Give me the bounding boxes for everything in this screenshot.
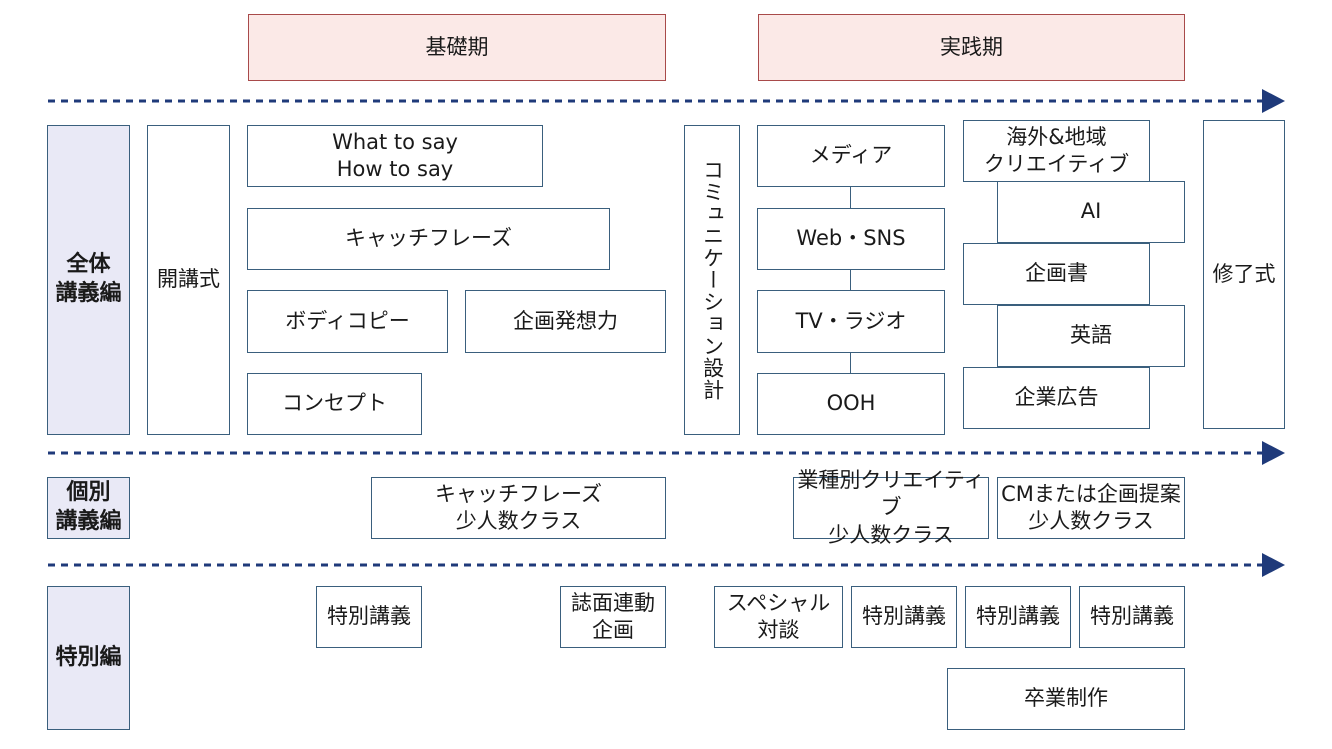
phase-basic: 基礎期 bbox=[248, 14, 666, 81]
catchphrase: キャッチフレーズ bbox=[247, 208, 610, 270]
what-how-to-say: What to say How to say bbox=[247, 125, 543, 187]
ai: AI bbox=[997, 181, 1185, 243]
closing-ceremony: 修了式 bbox=[1203, 120, 1285, 429]
media: メディア bbox=[757, 125, 945, 187]
timeline-arrow-bottom bbox=[48, 553, 1285, 577]
industry-creative-small-class: 業種別クリエイティブ 少人数クラス bbox=[793, 468, 989, 547]
body-copy: ボディコピー bbox=[247, 290, 448, 353]
category-special: 特別編 bbox=[47, 586, 130, 730]
english: 英語 bbox=[997, 305, 1185, 367]
tv-radio: TV・ラジオ bbox=[757, 290, 945, 353]
planning-power: 企画発想力 bbox=[465, 290, 666, 353]
catchphrase-small-class: キャッチフレーズ 少人数クラス bbox=[371, 477, 666, 539]
timeline-arrow-top bbox=[48, 89, 1285, 113]
overseas-local-creative: 海外&地域 クリエイティブ bbox=[963, 120, 1150, 182]
communication-design: コミュニケーション設計 bbox=[684, 125, 740, 435]
media-connector bbox=[850, 185, 851, 375]
magazine-tie-in-project: 誌面連動 企画 bbox=[560, 586, 666, 648]
phase-practice: 実践期 bbox=[758, 14, 1185, 81]
category-general-lecture: 全体 講義編 bbox=[47, 125, 130, 435]
category-individual-lecture: 個別 講義編 bbox=[47, 477, 130, 539]
cm-proposal-small-class: CMまたは企画提案 少人数クラス bbox=[997, 477, 1185, 539]
special-talk: スペシャル 対談 bbox=[714, 586, 843, 648]
special-lecture-4: 特別講義 bbox=[1079, 586, 1185, 648]
ooh: OOH bbox=[757, 373, 945, 435]
proposal-document: 企画書 bbox=[963, 243, 1150, 305]
concept: コンセプト bbox=[247, 373, 422, 435]
opening-ceremony: 開講式 bbox=[147, 125, 230, 435]
timeline-arrow-middle bbox=[48, 441, 1285, 465]
corporate-advertising: 企業広告 bbox=[963, 367, 1150, 429]
special-lecture-2: 特別講義 bbox=[851, 586, 957, 648]
web-sns: Web・SNS bbox=[757, 208, 945, 270]
graduation-work: 卒業制作 bbox=[947, 668, 1185, 730]
special-lecture-1: 特別講義 bbox=[316, 586, 422, 648]
special-lecture-3: 特別講義 bbox=[965, 586, 1071, 648]
